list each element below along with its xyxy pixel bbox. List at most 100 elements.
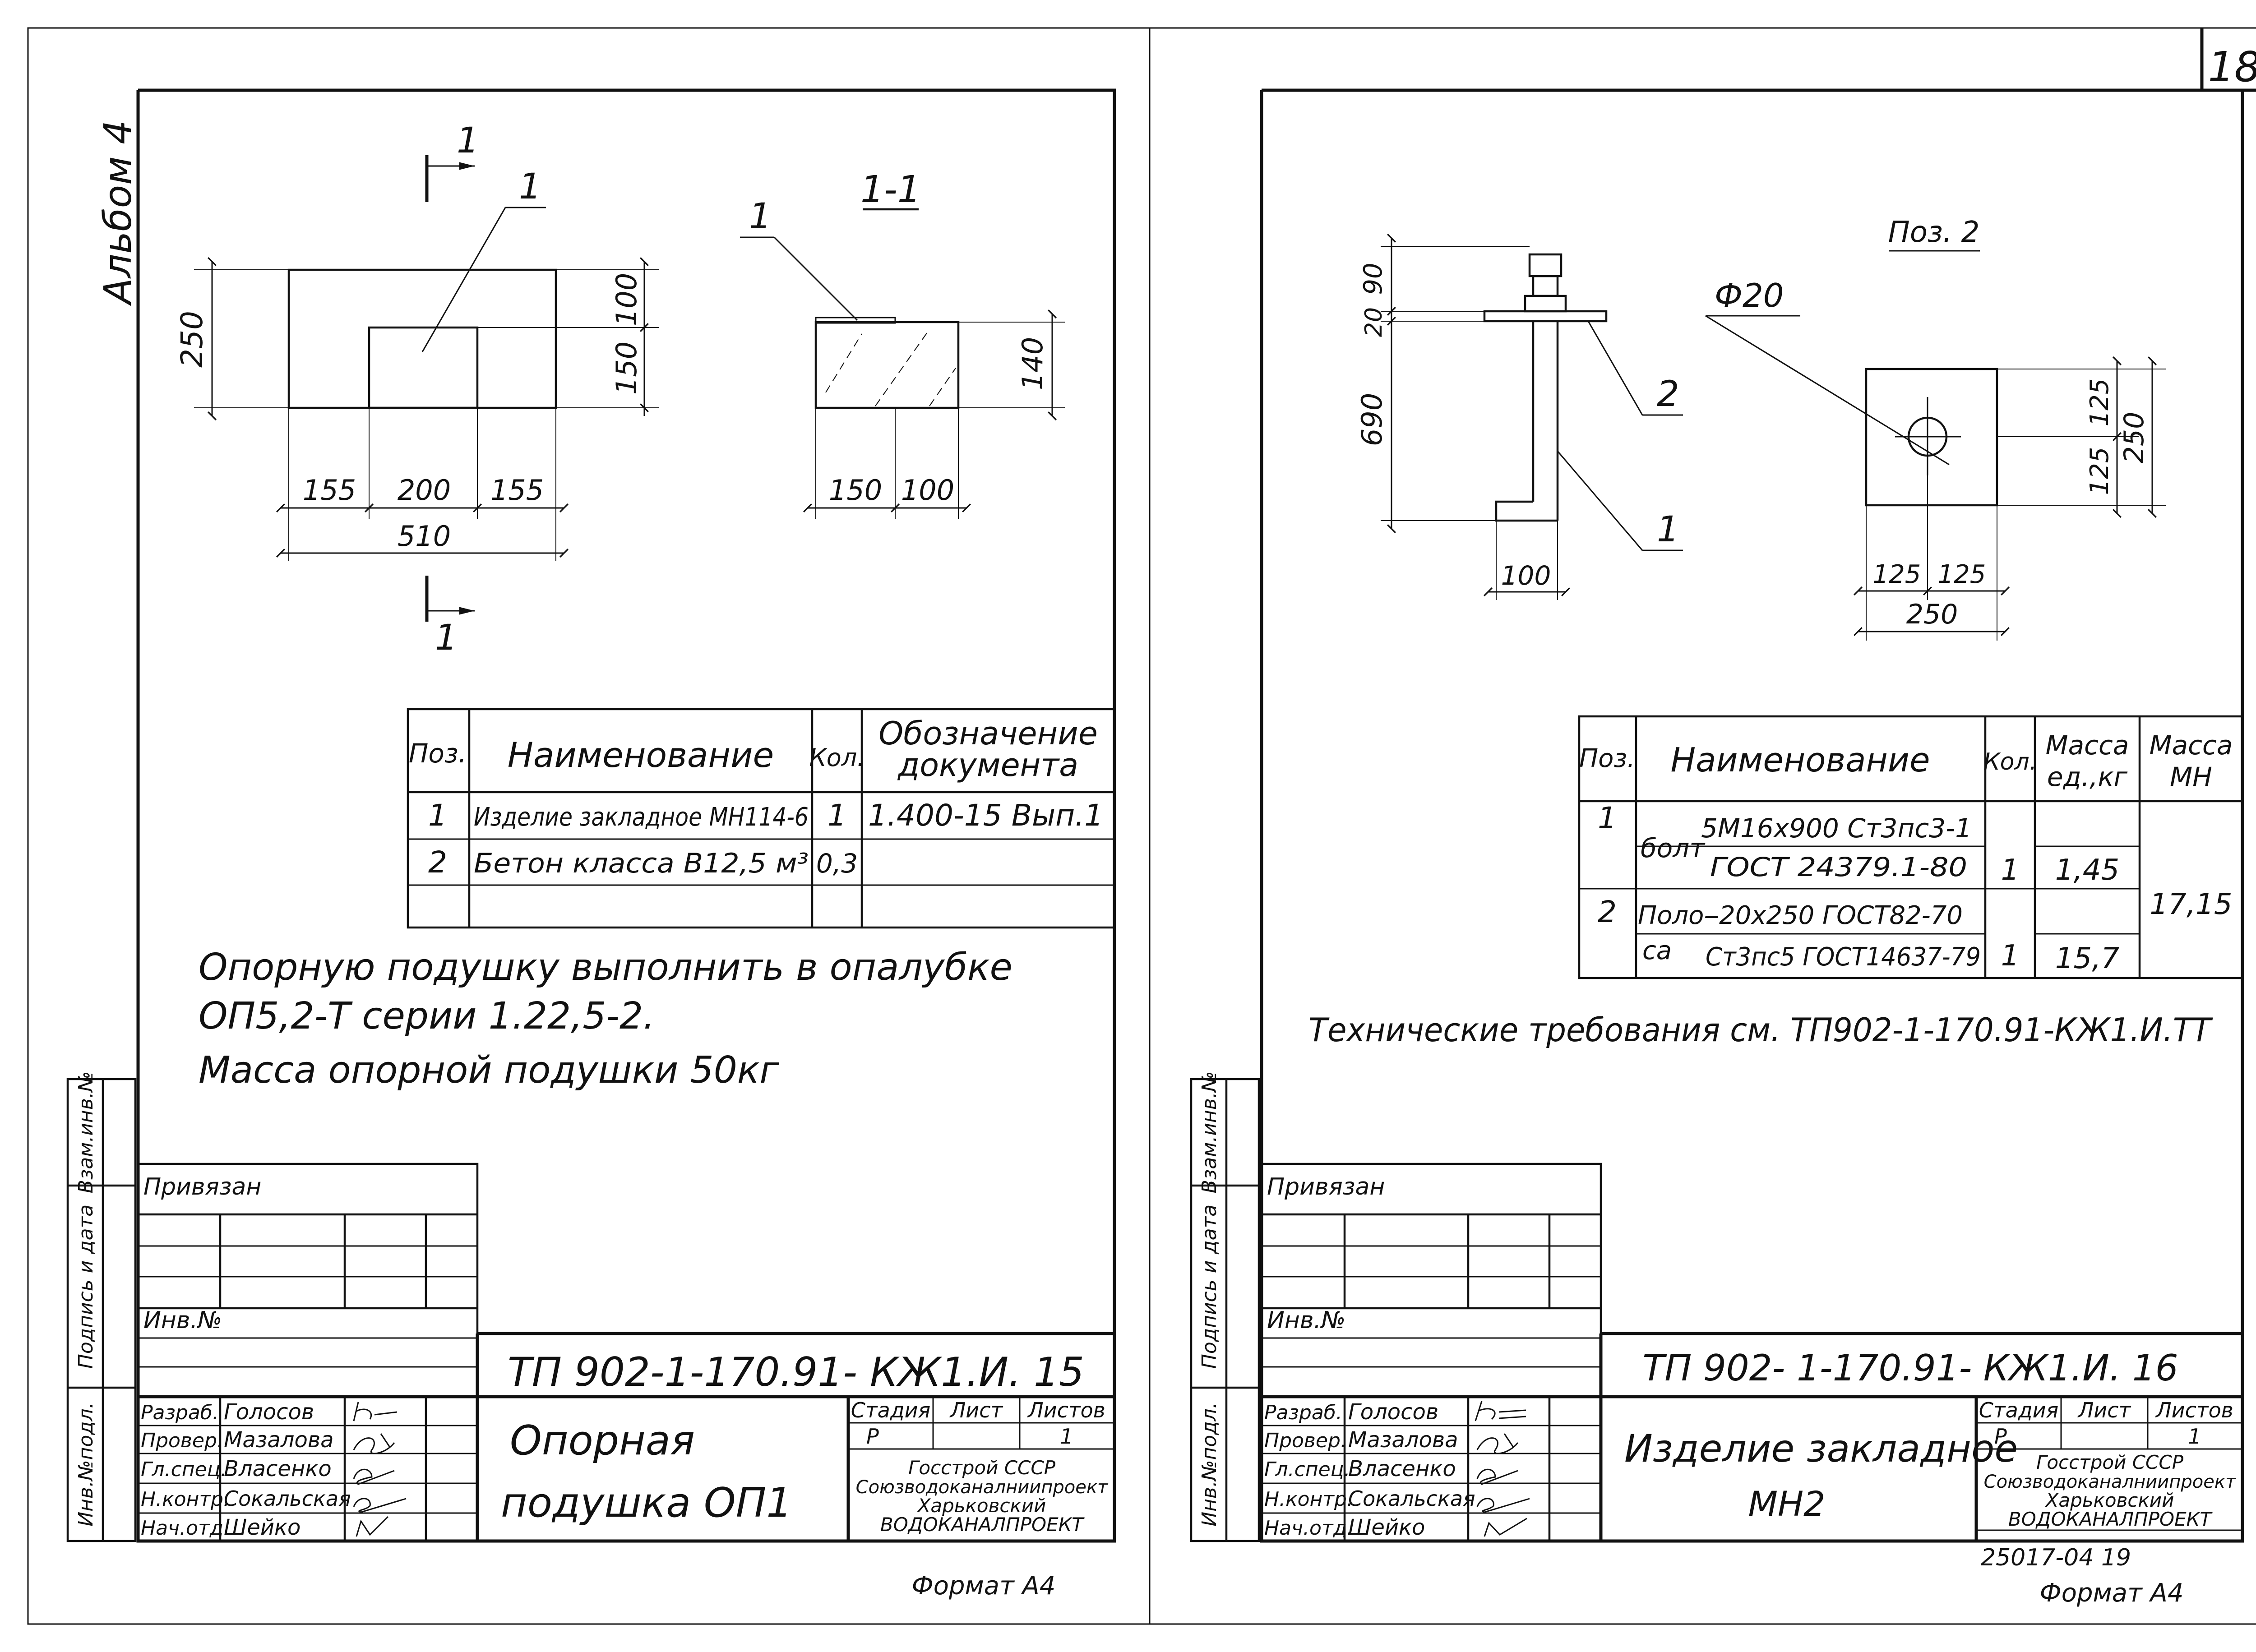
bolt-dim-90: 90 bbox=[1359, 263, 1388, 295]
right-row2-mass: 15,7 bbox=[2055, 942, 2120, 975]
right-sheet: Взам.инв.№ Подпись и дата Инв.№подл. 90 … bbox=[1190, 88, 2244, 1608]
section-1-1: 1-1 1 140 150 100 bbox=[740, 168, 1065, 519]
right-stamp: Привязан Инв.№ ТП 902- 1-170.91- КЖ1.И. … bbox=[1260, 1163, 2242, 1542]
album-label: Альбом 4 bbox=[96, 120, 140, 306]
right-frame bbox=[1260, 88, 2244, 1543]
right-org-4: ВОДОКАНАЛПРОЕКТ bbox=[2008, 1508, 2213, 1530]
left-side-label-3: Инв.№подл. bbox=[74, 1402, 97, 1527]
left-stage-h2: Лист bbox=[949, 1398, 1003, 1422]
left-row2-pos: 2 bbox=[428, 845, 447, 880]
left-signatures bbox=[353, 1402, 407, 1537]
outer-border bbox=[27, 27, 2256, 1625]
left-format: Формат А4 bbox=[912, 1571, 1056, 1601]
left-spec-table: Поз. Наименование Кол. Обозначение докум… bbox=[407, 708, 1116, 929]
left-org-2: Союзводоканалниипроект bbox=[856, 1477, 1109, 1498]
right-row1-top: 5М16х900 Ст3пс3-1 bbox=[1701, 813, 1972, 844]
embedded-part-outline bbox=[368, 326, 479, 409]
right-role-2: Провер. bbox=[1264, 1429, 1347, 1452]
left-role-1: Разраб. bbox=[141, 1401, 219, 1424]
right-th-massmn-1: Масса bbox=[2150, 730, 2233, 761]
left-th-doc-2: документа bbox=[897, 747, 1078, 784]
right-role-5: Нач.отд. bbox=[1264, 1517, 1353, 1540]
right-row1-prefix: болт bbox=[1641, 833, 1706, 863]
bolt-dim-100: 100 bbox=[1501, 560, 1551, 591]
bolt-elevation: 90 20 690 100 2 1 bbox=[1355, 234, 1683, 600]
plan-leader-label: 1 bbox=[519, 166, 541, 207]
right-signatures bbox=[1475, 1401, 1530, 1537]
right-name-4: Сокальская bbox=[1348, 1486, 1475, 1511]
left-stage-v1: Р bbox=[866, 1424, 879, 1449]
section-title: 1-1 bbox=[860, 168, 921, 211]
dim-140: 140 bbox=[1016, 337, 1049, 390]
left-doc-code: ТП 902-1-170.91- КЖ1.И. 15 bbox=[508, 1349, 1084, 1395]
right-title-2: МН2 bbox=[1748, 1484, 1825, 1524]
left-name-4: Сокальская bbox=[224, 1486, 351, 1511]
left-row1-doc: 1.400-15 Вып.1 bbox=[868, 798, 1103, 833]
dim-250: 250 bbox=[175, 311, 209, 368]
left-th-name: Наименование bbox=[508, 735, 774, 775]
left-org-1: Госстрой СССР bbox=[908, 1457, 1056, 1479]
right-format: Формат А4 bbox=[2040, 1578, 2184, 1608]
left-th-qty: Кол. bbox=[809, 743, 864, 772]
right-spec-table: Поз. Наименование Кол. Масса ед.,кг Масс… bbox=[1578, 715, 2244, 979]
section-mark-bottom-label: 1 bbox=[435, 618, 458, 658]
dim-100: 100 bbox=[610, 273, 643, 326]
left-row2-name: Бетон класса В12,5 м³ bbox=[474, 848, 809, 879]
right-row2-prefix-top: Поло- bbox=[1638, 901, 1713, 930]
right-side-label-1: Взам.инв.№ bbox=[1198, 1071, 1221, 1194]
left-stage-h3: Листов bbox=[1027, 1398, 1105, 1422]
right-th-name: Наименование bbox=[1670, 741, 1930, 780]
right-privyazan: Привязан bbox=[1267, 1173, 1385, 1200]
diameter-label: Ф20 bbox=[1715, 277, 1784, 314]
left-side-label-1: Взам.инв.№ bbox=[74, 1071, 97, 1194]
right-row1-bottom: ГОСТ 24379.1-80 bbox=[1710, 852, 1967, 882]
right-row2-prefix-bottom: са bbox=[1642, 936, 1672, 965]
right-th-pos: Поз. bbox=[1579, 744, 1635, 773]
right-side-strip: Взам.инв.№ Подпись и дата Инв.№подл. bbox=[1190, 1071, 1260, 1542]
left-row1-name: Изделие закладное МН114-6 bbox=[474, 803, 809, 832]
right-th-mass-2: ед.,кг bbox=[2047, 761, 2128, 792]
right-name-5: Шейко bbox=[1348, 1515, 1425, 1540]
right-org-1: Госстрой СССР bbox=[2036, 1451, 2184, 1473]
left-stage-h1: Стадия bbox=[851, 1398, 930, 1422]
right-side-label-3: Инв.№подл. bbox=[1198, 1402, 1221, 1527]
plate-dim-125-b: 125 bbox=[2085, 447, 2114, 495]
left-side-label-2: Подпись и дата bbox=[74, 1204, 97, 1369]
bolt-dim-690: 690 bbox=[1355, 393, 1388, 446]
right-role-1: Разраб. bbox=[1264, 1401, 1342, 1424]
section-outline bbox=[814, 321, 960, 409]
left-note-1: Опорную подушку выполнить в опалубке bbox=[199, 946, 1012, 989]
left-row1-pos: 1 bbox=[428, 798, 447, 833]
right-stage-v1: Р bbox=[1994, 1424, 2007, 1449]
right-role-4: Н.контр. bbox=[1264, 1488, 1353, 1511]
right-inv-label: Инв.№ bbox=[1267, 1307, 1345, 1334]
right-org-2: Союзводоканалниипроект bbox=[1984, 1472, 2237, 1492]
pad-outline bbox=[287, 268, 557, 409]
left-title-1: Опорная bbox=[510, 1417, 695, 1464]
plate-dim-125-d: 125 bbox=[1938, 560, 1986, 589]
page-number: 18 bbox=[2208, 43, 2256, 91]
right-th-qty: Кол. bbox=[1983, 748, 2037, 775]
bolt-dim-20: 20 bbox=[1360, 307, 1387, 337]
left-role-5: Нач.отд. bbox=[141, 1517, 230, 1540]
dim-155-a: 155 bbox=[303, 474, 356, 507]
section-mark-top-label: 1 bbox=[457, 120, 479, 161]
right-archive-no: 25017-04 19 bbox=[1981, 1544, 2131, 1571]
bolt-leader-2: 2 bbox=[1657, 374, 1679, 415]
dim-510: 510 bbox=[398, 520, 451, 553]
left-org-3: Харьковский bbox=[917, 1495, 1046, 1517]
left-name-2: Мазалова bbox=[224, 1427, 334, 1453]
left-name-5: Шейко bbox=[224, 1515, 300, 1540]
left-inv-label: Инв.№ bbox=[143, 1307, 222, 1334]
right-title-1: Изделие закладное bbox=[1624, 1426, 2018, 1471]
right-stage-h3: Листов bbox=[2155, 1398, 2233, 1422]
left-sheet: Взам.инв.№ Подпись и дата Инв.№подл. 1 1… bbox=[66, 88, 1116, 1601]
left-th-doc-1: Обозначение bbox=[878, 715, 1098, 752]
left-role-3: Гл.спец. bbox=[141, 1458, 227, 1481]
left-th-pos: Поз. bbox=[409, 738, 467, 769]
plate-dim-250-v: 250 bbox=[2118, 412, 2150, 464]
right-name-2: Мазалова bbox=[1348, 1427, 1458, 1453]
right-th-mass-1: Масса bbox=[2046, 730, 2129, 761]
dim-section-100: 100 bbox=[901, 474, 954, 507]
